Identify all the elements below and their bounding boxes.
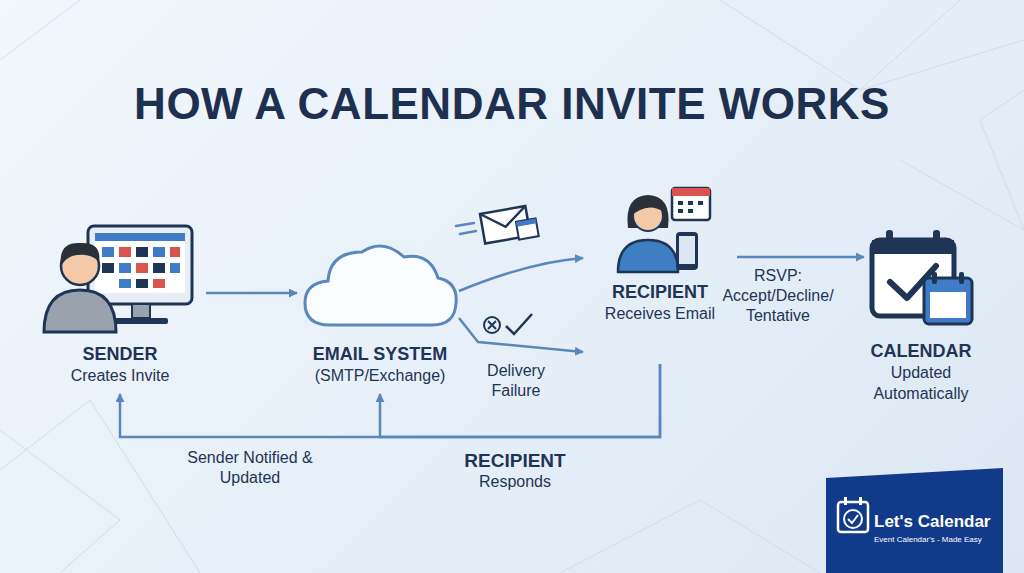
node-box: RECIPIENTReceives Email: [585, 185, 735, 364]
node-box: EMAIL SYSTEM(SMTP/Exchange): [295, 230, 465, 392]
envelope-icon: [480, 205, 539, 246]
node-heading: RECIPIENT: [585, 281, 735, 303]
recipient-icon: [618, 188, 710, 272]
speed-lines: [456, 223, 476, 234]
logo-text: Event Calendar's - Made Easy: [874, 535, 1000, 545]
node-heading: CALENDAR: [858, 340, 984, 362]
flow-arrow: [459, 258, 583, 291]
node-text: Updated Automatically: [858, 362, 984, 404]
calendar-icon: [872, 230, 972, 324]
flow-arrow: [459, 318, 583, 352]
logo: [826, 468, 1003, 573]
node-text: (SMTP/Exchange): [295, 365, 465, 386]
node-heading: SENDER: [40, 343, 200, 365]
flow-arrow: [120, 364, 660, 437]
note-label: Responds: [440, 472, 590, 492]
node-text: Creates Invite: [40, 365, 200, 386]
edge-label: RSVP: Accept/Decline/ Tentative: [713, 266, 843, 326]
flow-arrow: [206, 292, 297, 295]
note-label: Sender Notified & Updated: [180, 448, 320, 488]
node-heading: EMAIL SYSTEM: [295, 343, 465, 365]
note-label: RECIPIENT: [440, 449, 590, 473]
flow-arrow: [737, 256, 864, 259]
edge-label: Delivery Failure: [468, 361, 564, 401]
title: HOW A CALENDAR INVITE WORKS: [0, 78, 1024, 130]
failure-icon: [484, 314, 532, 334]
node-box: CALENDARUpdated Automatically: [858, 225, 984, 410]
logo-text: Let's Calendar: [874, 511, 1000, 532]
cloud-icon: [305, 246, 456, 325]
node-text: Receives Email: [585, 303, 735, 324]
node-box: SENDERCreates Invite: [40, 215, 200, 392]
sender-icon: [44, 226, 192, 332]
